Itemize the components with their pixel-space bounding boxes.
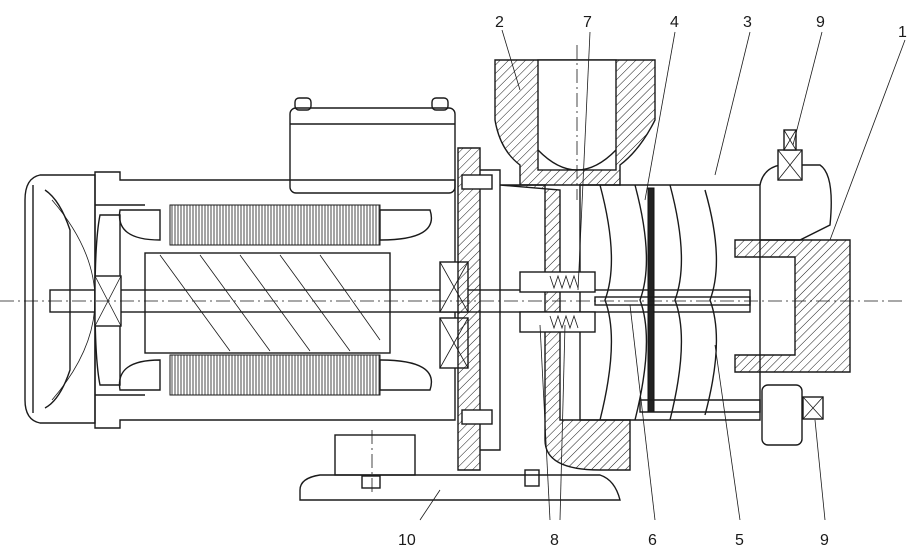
callout-9-top: 9 bbox=[816, 14, 825, 31]
fan-cover bbox=[24, 174, 96, 424]
callout-10: 10 bbox=[398, 532, 416, 549]
stator-winding-top bbox=[118, 204, 433, 246]
stator-winding-bottom bbox=[118, 354, 433, 396]
callout-9-bottom: 9 bbox=[820, 532, 829, 549]
drain-plug-bottom bbox=[639, 384, 824, 446]
callout-4: 4 bbox=[670, 14, 679, 31]
callout-1: 1 bbox=[898, 24, 907, 41]
callout-5: 5 bbox=[735, 532, 744, 549]
callout-3: 3 bbox=[743, 14, 752, 31]
callout-8: 8 bbox=[550, 532, 559, 549]
mounting-base bbox=[299, 434, 621, 501]
terminal-box bbox=[289, 97, 456, 194]
callout-6: 6 bbox=[648, 532, 657, 549]
impeller-stages bbox=[579, 184, 761, 421]
mechanical-seal bbox=[519, 271, 596, 333]
motor-bracket bbox=[457, 147, 501, 471]
suction-housing bbox=[734, 163, 851, 373]
callout-7: 7 bbox=[583, 14, 592, 31]
callout-leaders bbox=[419, 29, 906, 521]
drain-plug-top bbox=[777, 129, 803, 181]
callout-2: 2 bbox=[495, 14, 504, 31]
pump-casing bbox=[494, 59, 656, 471]
rotor bbox=[144, 252, 391, 354]
